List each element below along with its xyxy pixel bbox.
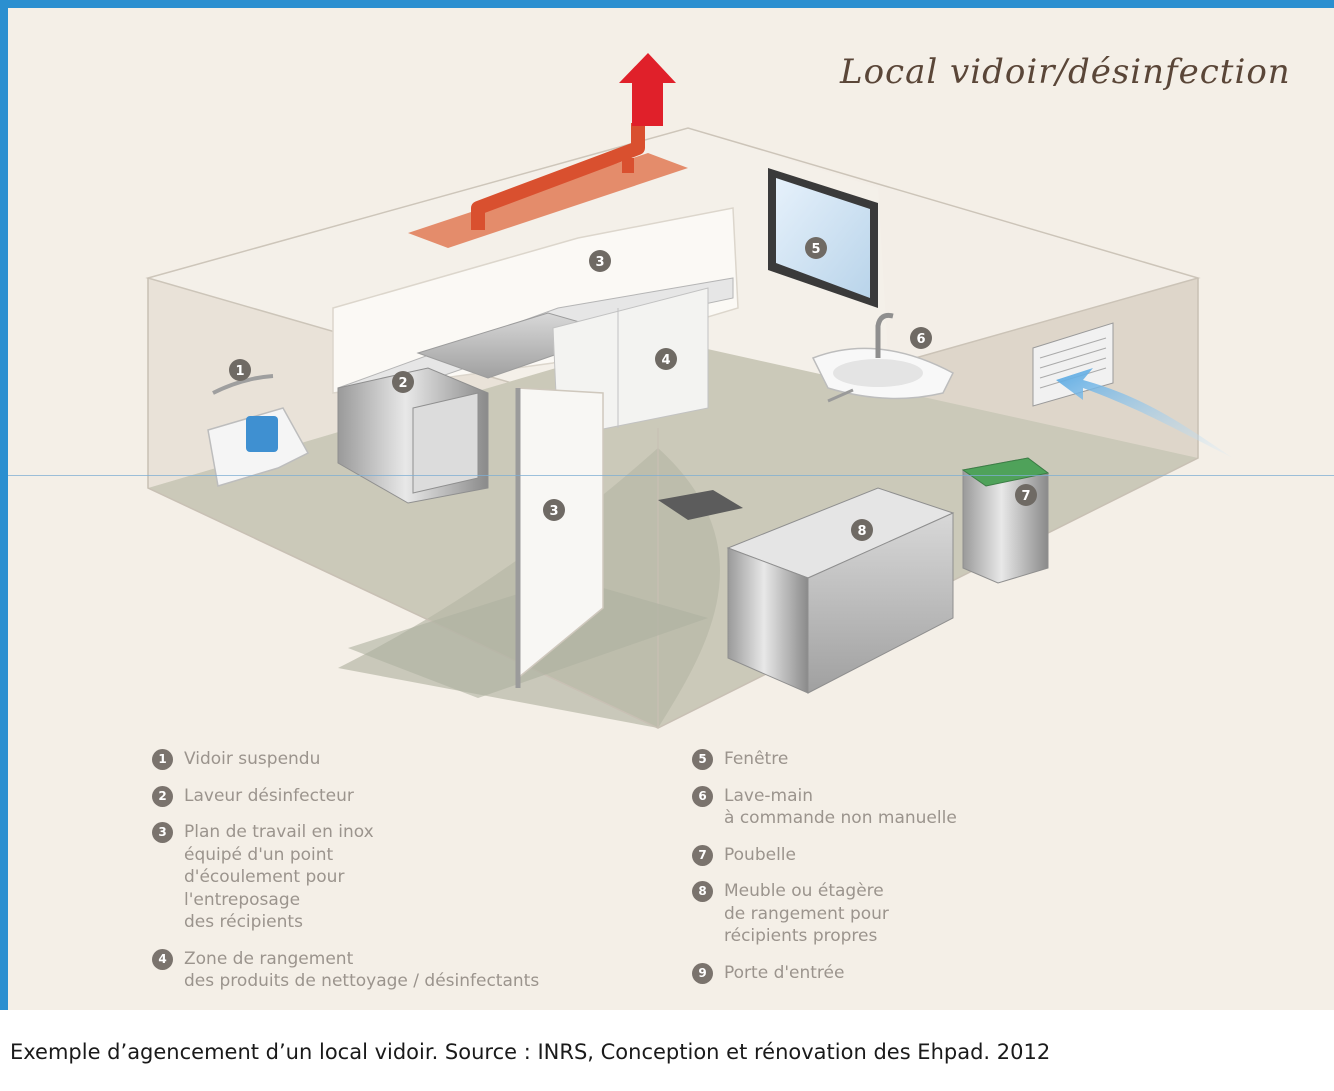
exhaust-arrow [619,53,676,126]
trash-bin [961,457,1050,584]
svg-text:6: 6 [916,332,925,347]
legend-label: Poubelle [724,844,796,865]
legend-number-badge: 9 [692,962,713,984]
legend-number-badge: 6 [692,785,713,807]
figure-caption: Exemple d’agencement d’un local vidoir. … [10,1040,1051,1064]
svg-text:1: 1 [235,364,244,379]
legend-number-badge: 1 [152,749,173,770]
marker-5: 5 [805,237,827,259]
marker-8: 8 [851,519,873,541]
svg-text:8: 8 [857,524,866,539]
window [768,168,878,308]
legend-item: 7 Poubelle [692,844,1212,867]
legend-item: 5 Fenêtre [692,748,1212,771]
legend-label: Fenêtre [724,749,789,769]
legend-number-badge: 3 [152,822,173,843]
legend-item: 6 Lave-main à commande non manuelle [692,785,1212,830]
marker-6: 6 [910,327,932,349]
wall-cupboard [332,207,739,394]
hand-basin [811,313,954,403]
marker-2: 2 [392,371,414,393]
marker-3-counter: 3 [589,250,611,272]
diagram-title: Local vidoir/désinfection [840,52,1291,92]
marker-4: 4 [655,348,677,370]
legend-item: 4 Zone de rangement des produits de nett… [152,948,652,993]
legend-item: 3 Plan de travail en inox équipé d'un po… [152,821,652,934]
legend-number-badge: 2 [152,785,173,807]
storage-cabinet [726,487,955,694]
legend-label: Meuble ou étagère de rangement pour réci… [724,881,889,946]
legend-label: Vidoir suspendu [184,749,321,769]
marker-1: 1 [229,359,251,381]
legend-label: Laveur désinfecteur [184,785,354,806]
hanging-sluice [207,374,310,487]
marker-7: 7 [1015,484,1037,506]
legend-number-badge: 4 [152,948,173,970]
legend-label: Plan de travail en inox équipé d'un poin… [184,822,374,932]
svg-text:2: 2 [398,376,407,391]
legend-number-badge: 5 [692,749,713,770]
legend-right-column: 5 Fenêtre 6 Lave-main à commande non man… [692,748,1212,998]
room-illustration: 1 2 3 4 5 6 7 8 3 [145,53,1233,729]
horizontal-divider-line [8,475,1334,476]
legend-item: 2 Laveur désinfecteur [152,785,652,808]
floor-drain [658,490,743,520]
extraction-duct [471,123,645,230]
frame-top-border [0,0,1334,8]
svg-text:5: 5 [811,242,820,257]
legend-number-badge: 8 [692,881,713,902]
legend-number-badge: 7 [692,844,713,866]
legend-left-column: 1 Vidoir suspendu 2 Laveur désinfecteur … [152,748,652,1007]
diagram-panel: 1 2 3 4 5 6 7 8 3 Local vidoir/désinfect… [8,8,1334,1010]
svg-text:3: 3 [595,255,604,270]
legend-label: Porte d'entrée [724,962,845,983]
legend-item: 1 Vidoir suspendu [152,748,652,771]
svg-text:3: 3 [549,504,558,519]
legend-label: Lave-main à commande non manuelle [724,785,957,829]
frame-left-border [0,0,8,1010]
legend-label: Zone de rangement des produits de nettoy… [184,948,540,992]
air-inlet-arrow [1056,368,1233,458]
legend-item: 8 Meuble ou étagère de rangement pour ré… [692,880,1212,948]
legend-item: 9 Porte d'entrée [692,962,1212,985]
svg-text:4: 4 [661,353,670,368]
marker-9-door: 3 [543,499,565,521]
svg-text:7: 7 [1021,489,1030,504]
